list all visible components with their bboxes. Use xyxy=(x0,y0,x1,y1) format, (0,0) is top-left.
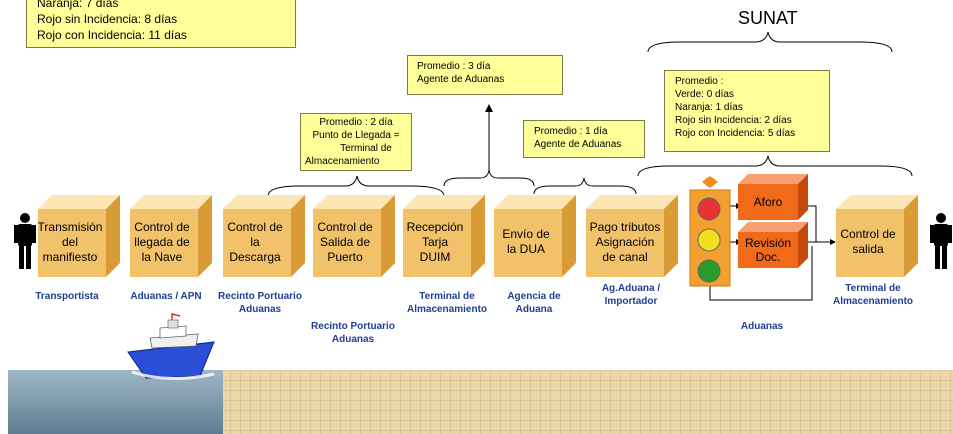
note-line: Promedio : xyxy=(675,76,724,87)
step-label: Transmisión del manifiesto xyxy=(37,219,103,264)
orange-step-label: Aforo xyxy=(753,195,783,209)
actor-label: Terminal de Almacenamiento xyxy=(406,291,488,315)
step-transmision-manifiesto: Transmisión del manifiesto xyxy=(38,195,120,277)
actor-label: Recinto Portuario Aduanas xyxy=(218,291,302,315)
note-line: Punto de Llegada = xyxy=(312,130,400,141)
legend-box: Naranja: 7 días Rojo sin Incidencia: 8 d… xyxy=(26,0,296,48)
sunat-label: SUNAT xyxy=(738,8,798,28)
step-control-descarga: Control de la Descarga xyxy=(223,195,305,277)
note-promedio-3: Promedio : 3 día Agente de Aduanas xyxy=(407,55,563,95)
note-line: Almacenamiento xyxy=(305,156,380,167)
step-label: Control de salida xyxy=(840,227,896,256)
note-line: Promedio : 2 día xyxy=(319,117,393,128)
step-pago-tributos: Pago tributos Asignación de canal xyxy=(586,195,678,277)
note-line: Rojo sin Incidencia: 2 días xyxy=(675,115,792,126)
step-aforo: Aforo xyxy=(738,174,808,220)
note-line: Rojo con Incidencia: 5 días xyxy=(675,128,796,139)
note-line: Verde: 0 días xyxy=(675,89,734,100)
actor-label: Agencia de Aduana xyxy=(507,291,561,315)
step-control-llegada-nave: Control de llegada de la Nave xyxy=(130,195,212,277)
legend-line: Naranja: 7 días xyxy=(37,0,119,10)
note-line: Agente de Aduanas xyxy=(417,74,505,85)
note-promedio-sunat: Promedio : Verde: 0 días Naranja: 1 días… xyxy=(664,70,830,152)
actor-label: Terminal de Almacenamiento xyxy=(832,283,914,307)
dock-area xyxy=(223,370,953,434)
brace-1 xyxy=(267,175,445,197)
actor-label: Ag.Aduana / Importador xyxy=(601,283,661,307)
step-label: Envío de la DUA xyxy=(502,227,550,256)
legend-line: Rojo sin Incidencia: 8 días xyxy=(37,12,178,26)
brace-4 xyxy=(637,155,913,177)
actor-label: Aduanas / APN xyxy=(130,291,202,302)
ship-illustration xyxy=(127,313,215,380)
person-icon xyxy=(930,213,952,269)
step-label: Recepción Tarja DUIM xyxy=(406,219,464,264)
step-recepcion-tarja-duim: Recepción Tarja DUIM xyxy=(403,195,485,277)
actor-label: Recinto Portuario Aduanas xyxy=(311,321,395,345)
note-line: Terminal de xyxy=(340,143,392,154)
step-label: Pago tributos Asignación de canal xyxy=(589,219,661,264)
note-promedio-2: Promedio : 2 día Punto de Llegada = Term… xyxy=(300,113,412,171)
actor-label: Transportista xyxy=(35,291,99,302)
brace-3 xyxy=(533,177,637,195)
traffic-light-icon xyxy=(689,176,731,287)
note-line: Promedio : 3 día xyxy=(417,61,491,72)
orange-step-label: Revisión Doc. xyxy=(744,236,792,264)
note-promedio-1: Promedio : 1 día Agente de Aduanas xyxy=(523,120,645,158)
legend-line: Rojo con Incidencia: 11 días xyxy=(37,28,187,42)
step-revision-doc: Revisión Doc. xyxy=(738,222,808,268)
step-control-salida-puerto: Control de Salida de Puerto xyxy=(313,195,395,277)
note-line: Naranja: 1 días xyxy=(675,102,743,113)
step-envio-dua: Envío de la DUA xyxy=(494,195,576,277)
note-line: Promedio : 1 día xyxy=(534,126,608,137)
water-foam xyxy=(8,370,223,434)
actor-label: Aduanas xyxy=(740,321,784,332)
brace-2 xyxy=(443,169,535,187)
step-label: Control de la Descarga xyxy=(227,219,283,264)
step-control-salida: Control de salida xyxy=(836,195,918,277)
note-line: Agente de Aduanas xyxy=(534,139,622,150)
person-icon xyxy=(14,213,36,269)
step-label: Control de Salida de Puerto xyxy=(317,219,373,264)
step-label: Control de llegada de la Nave xyxy=(134,219,190,264)
brace-sunat xyxy=(647,31,893,53)
